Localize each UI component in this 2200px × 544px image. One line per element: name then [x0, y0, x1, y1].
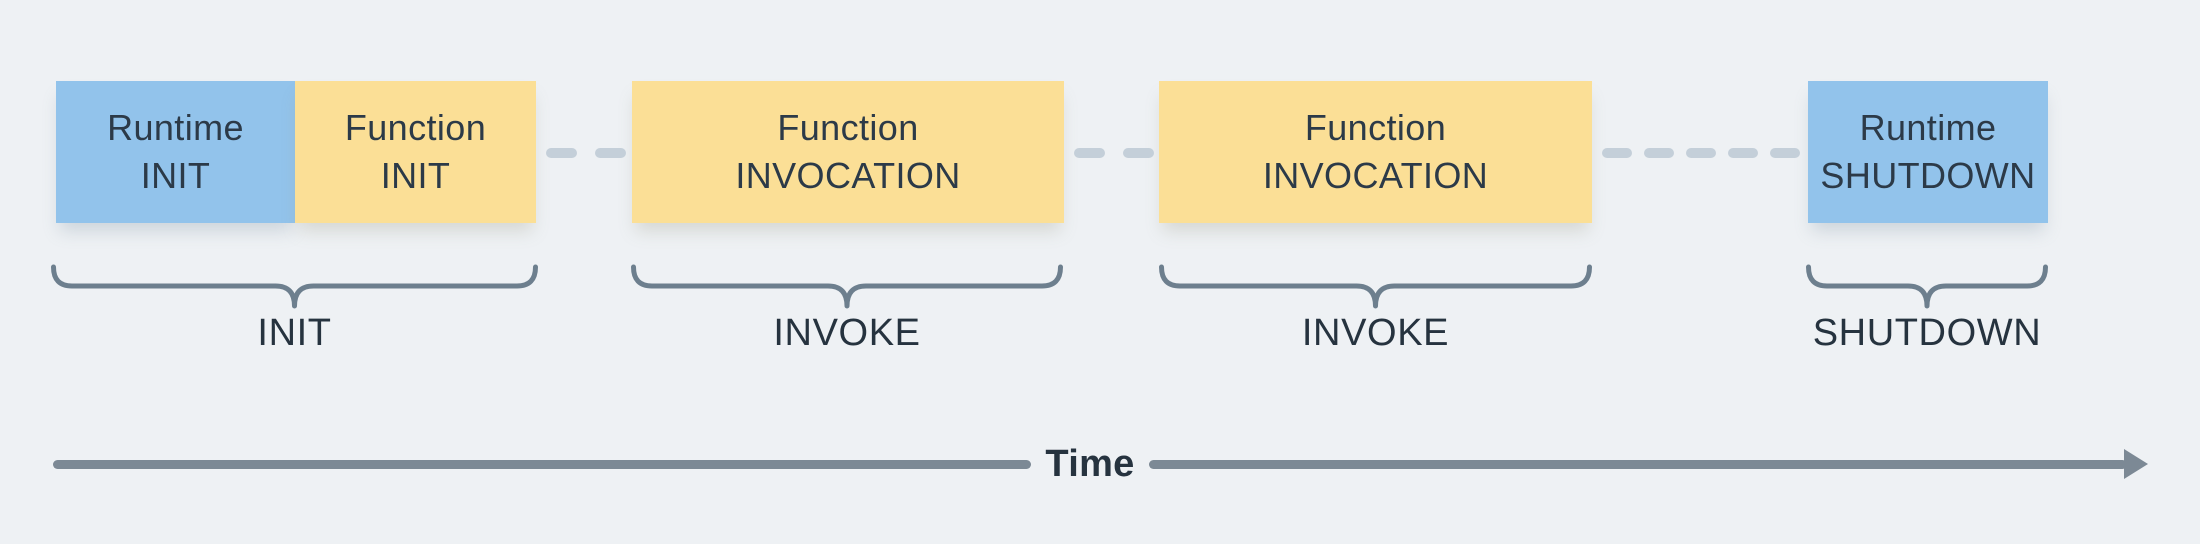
dash [1686, 148, 1716, 158]
dash [1074, 148, 1105, 158]
phase-box-function-invocation-1: Function INVOCATION [632, 81, 1064, 223]
box-label-line2: INIT [140, 155, 211, 196]
phase-box-function-init: Function INIT [295, 81, 536, 223]
arrow-head-icon [2124, 449, 2148, 479]
box-label-line1: Function [777, 107, 919, 149]
phase-label-init: INIT [257, 312, 332, 354]
box-label-line1: Runtime [107, 107, 244, 149]
phase-brace-shutdown [1806, 264, 2048, 310]
phase-label-shutdown: SHUTDOWN [1812, 312, 2042, 354]
box-label-line1: Function [1304, 107, 1447, 149]
box-label-line2: INIT [380, 155, 451, 196]
phase-brace-invoke-1 [631, 264, 1063, 310]
box-label-line1: Runtime [1859, 107, 1997, 149]
phase-brace-invoke-2 [1159, 264, 1592, 310]
phase-brace-init [51, 264, 538, 310]
dash [1728, 148, 1758, 158]
time-axis: Time [53, 443, 2148, 485]
phase-box-runtime-shutdown: Runtime SHUTDOWN [1808, 81, 2048, 223]
phase-box-runtime-init: Runtime INIT [56, 81, 295, 223]
dash [546, 148, 577, 158]
box-label-line2: INVOCATION [735, 155, 961, 196]
dash [595, 148, 626, 158]
phase-label-invoke-1: INVOKE [773, 312, 921, 354]
dash [1770, 148, 1800, 158]
box-label-line2: INVOCATION [1262, 155, 1489, 196]
time-axis-line-right [1148, 459, 2127, 469]
time-axis-line-left [53, 459, 1032, 469]
box-label-line1: Function [344, 107, 487, 149]
phase-box-function-invocation-2: Function INVOCATION [1159, 81, 1592, 223]
time-axis-label: Time [1045, 442, 1135, 485]
phase-label-invoke-2: INVOKE [1301, 312, 1450, 354]
dashed-connector [546, 148, 626, 158]
dash [1644, 148, 1674, 158]
dash [1602, 148, 1632, 158]
box-label-line2: SHUTDOWN [1820, 155, 2036, 196]
dash [1123, 148, 1154, 158]
dashed-connector [1602, 148, 1800, 158]
dashed-connector [1074, 148, 1154, 158]
